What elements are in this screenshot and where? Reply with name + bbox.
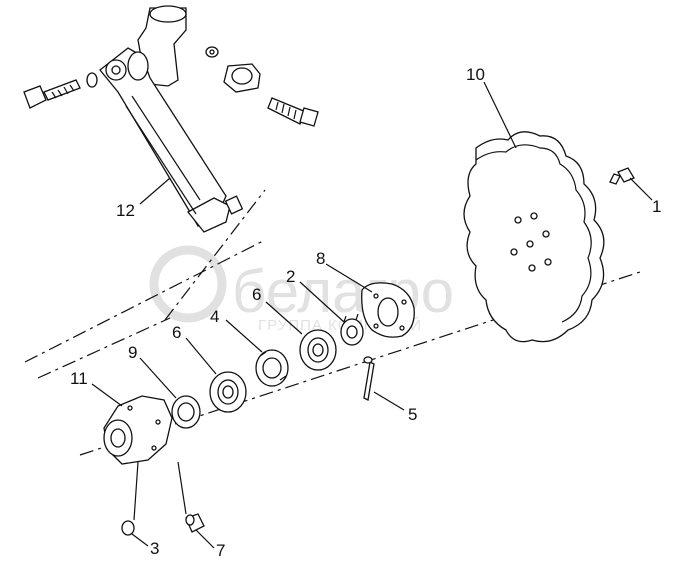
callout-9: 9 xyxy=(128,343,137,362)
callout-11: 11 xyxy=(70,369,88,388)
part-4-seal xyxy=(255,349,289,387)
leader-3-down xyxy=(133,461,139,521)
arm-bolt-left xyxy=(23,72,98,109)
axis-hub-to-arm xyxy=(164,189,266,321)
part-1-bolt xyxy=(609,167,635,185)
part-6-bearing-right xyxy=(299,329,337,371)
leader-7-down xyxy=(177,461,187,515)
part-7-fitting xyxy=(185,513,205,533)
part-9-bushing xyxy=(171,395,201,429)
callout-5: 5 xyxy=(408,405,417,424)
callouts: 1 2 3 4 5 6 6 7 8 9 10 11 12 xyxy=(70,65,661,560)
part-6-bearing-left xyxy=(209,371,247,413)
leader-lines xyxy=(91,81,653,549)
callout-4: 4 xyxy=(210,307,219,326)
part-5-split-pin xyxy=(363,356,375,401)
watermark-brand: белагро xyxy=(232,258,454,325)
leader-11 xyxy=(91,383,123,407)
callout-8: 8 xyxy=(316,249,325,268)
leader-6-left xyxy=(185,337,217,375)
axis-bolt-left xyxy=(37,317,171,379)
callout-2: 2 xyxy=(286,267,295,286)
callout-10: 10 xyxy=(466,65,485,84)
leader-1 xyxy=(629,177,653,201)
arm-clamp xyxy=(205,46,319,127)
leader-2 xyxy=(299,281,345,323)
part-11-hub xyxy=(103,395,173,465)
callout-7: 7 xyxy=(216,541,225,560)
leader-4 xyxy=(225,319,263,353)
part-2-castle-nut xyxy=(340,313,364,346)
leader-6-right xyxy=(265,301,303,335)
part-10-disc xyxy=(463,131,605,343)
callout-3: 3 xyxy=(150,539,159,558)
callout-6-right: 6 xyxy=(252,285,261,304)
watermark-logo-ring xyxy=(149,245,227,323)
leader-7 xyxy=(195,529,215,549)
leader-8 xyxy=(325,263,373,293)
callout-6-left: 6 xyxy=(172,323,181,342)
part-12-arm xyxy=(99,5,244,233)
leader-10 xyxy=(483,81,517,149)
part-3-cap xyxy=(121,520,135,536)
callout-1: 1 xyxy=(652,197,661,216)
part-8-flange xyxy=(361,282,415,338)
axis-link xyxy=(24,239,266,363)
leader-3 xyxy=(131,533,149,547)
callout-12: 12 xyxy=(116,201,135,220)
leader-9 xyxy=(139,357,177,399)
leader-12 xyxy=(139,177,171,205)
leader-5 xyxy=(373,391,405,411)
